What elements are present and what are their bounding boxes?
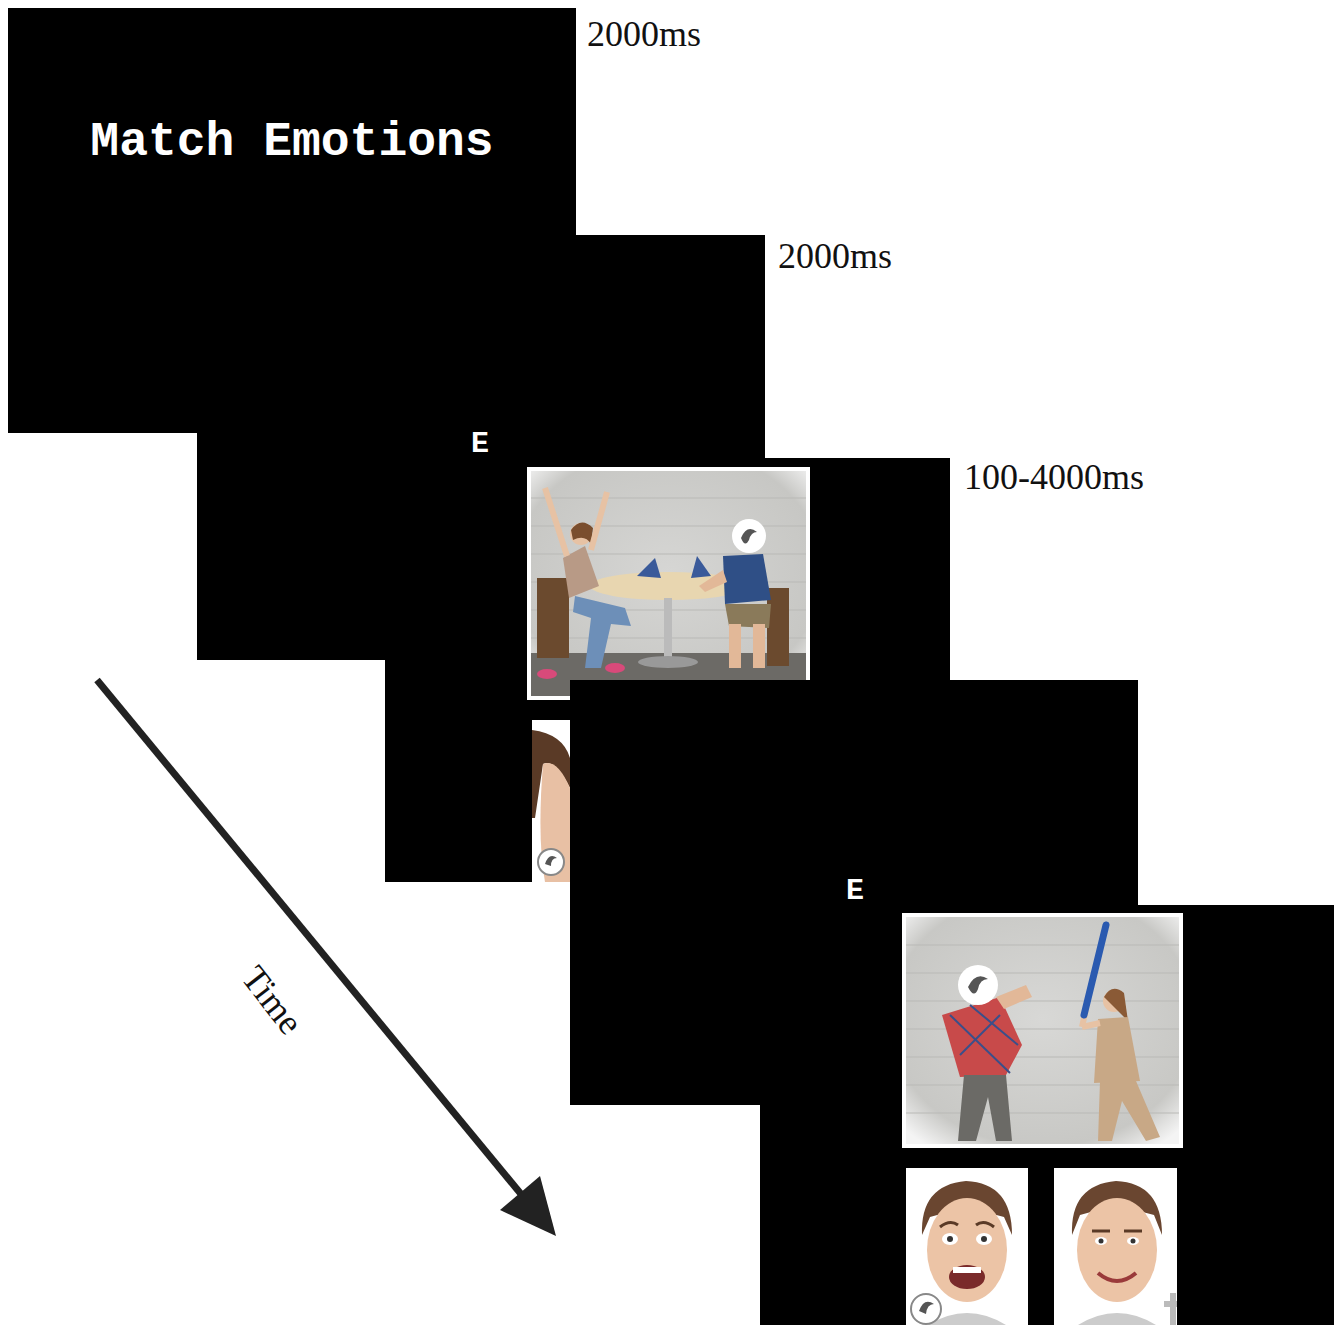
cue-letter: E [197,428,763,461]
duration-label: 100-4000ms [964,459,1144,495]
axis-label: Time [235,959,309,1040]
instruction-text: Match Emotions [8,112,576,172]
duration-label: 2000ms [778,238,892,274]
stimulus-screen [760,905,1334,1325]
cue-letter: E [570,875,1140,908]
scene-photo [760,905,1334,1325]
duration-label: 2000ms [587,16,701,52]
